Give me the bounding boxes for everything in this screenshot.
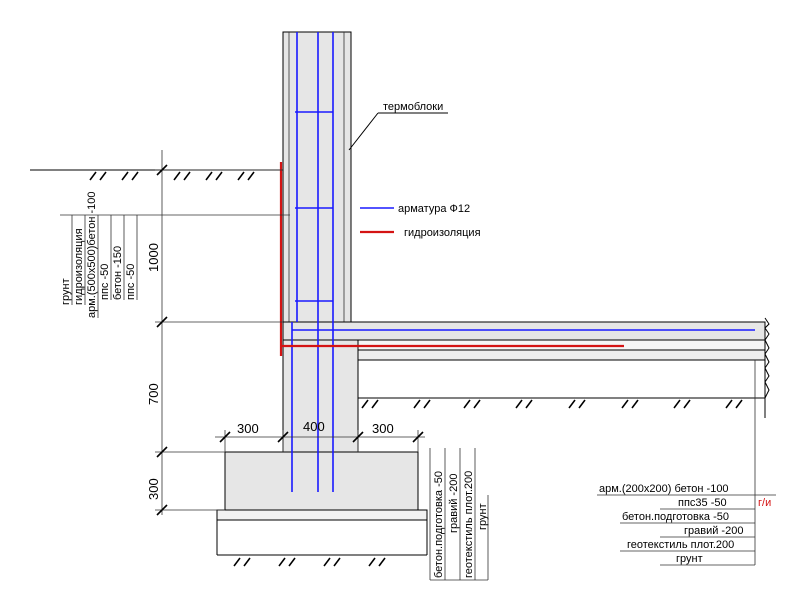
horizontal-dimensions: 300 400 300	[215, 419, 425, 452]
left-layer-5: ппс -50	[125, 264, 137, 300]
dimension-height-top: 1000	[146, 243, 161, 272]
dimension-width-left: 300	[237, 421, 259, 436]
footing	[224, 451, 419, 511]
center-layer-3: грунт	[477, 503, 489, 530]
ground-hatch-footing	[233, 557, 386, 567]
left-layer-4: бетон -150	[112, 246, 124, 300]
legend: арматура Ф12 гидроизоляция	[360, 203, 481, 239]
floor-layer-5: грунт	[676, 553, 703, 565]
dimension-width-right: 300	[372, 421, 394, 436]
waterproofing-line	[279, 162, 624, 356]
center-layer-0: бетон.подготовка -50	[433, 471, 445, 578]
floor-layer-3: гравий -200	[684, 525, 743, 537]
legend-rebar: арматура Ф12	[398, 203, 470, 215]
left-layer-stack: грунт гидроизоляция арм.(500х500)бетон -…	[60, 192, 138, 319]
floor-layer-2: бетон.подготовка -50	[622, 511, 729, 523]
floor-layer-table: арм.(200х200) бетон -100 ппс35 -50 бетон…	[597, 360, 776, 566]
rebar	[291, 32, 755, 492]
ground-hatch-slab	[361, 399, 743, 409]
center-layer-2: геотекстиль плот.200	[463, 471, 475, 578]
thermoblocks-callout: термоблоки	[348, 101, 448, 151]
ground-surface-left	[30, 169, 283, 181]
left-layer-1: гидроизоляция	[73, 228, 85, 305]
dimension-height-bottom: 300	[146, 478, 161, 500]
floor-layer-4: геотекстиль плот.200	[627, 539, 734, 551]
dimension-height-mid: 700	[146, 383, 161, 405]
left-layer-3: ппс -50	[99, 264, 111, 300]
thermoblocks-label: термоблоки	[383, 101, 443, 113]
stem-wall	[282, 321, 359, 453]
floor-layer-0: арм.(200х200) бетон -100	[599, 483, 729, 495]
dimension-width-center: 400	[303, 419, 325, 434]
thermoblock-wall	[282, 31, 352, 323]
floor-tag-waterproofing: г/и	[758, 497, 771, 509]
concrete-preparation	[216, 509, 428, 521]
left-layer-0: грунт	[60, 278, 72, 305]
legend-waterproofing: гидроизоляция	[404, 227, 481, 239]
center-layer-stack: бетон.подготовка -50 гравий -200 геотекс…	[429, 448, 489, 581]
floor-layer-1: ппс35 -50	[678, 497, 727, 509]
gravel-layer	[216, 520, 428, 556]
left-layer-2: арм.(500х500)бетон -100	[86, 192, 98, 319]
center-layer-1: гравий -200	[448, 474, 460, 533]
